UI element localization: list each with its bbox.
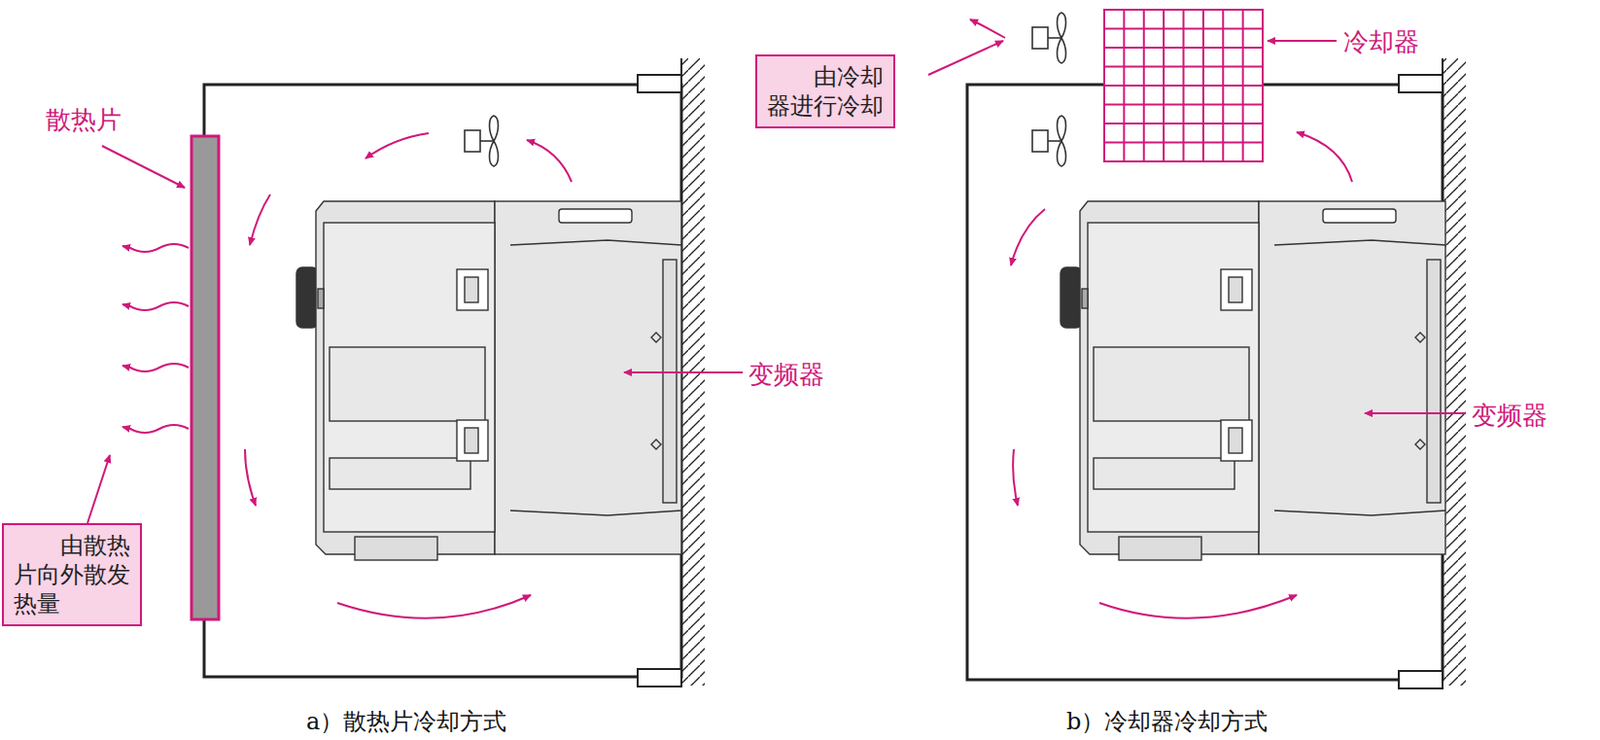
callout-text: 由冷却器进行冷却 <box>766 62 884 121</box>
callout-text: 由散热片向外散发热量 <box>13 530 131 619</box>
callout-box: 由冷却器进行冷却 <box>755 54 896 129</box>
part-label: 散热片 <box>45 103 122 138</box>
part-label: 变频器 <box>1471 398 1548 433</box>
part-label: 变频器 <box>748 357 825 392</box>
part-label: 冷却器 <box>1343 25 1420 60</box>
callout-box: 由散热片向外散发热量 <box>1 522 142 627</box>
sub-caption: a）散热片冷却方式 <box>306 705 507 737</box>
sub-caption: b）冷却器冷却方式 <box>1066 705 1268 737</box>
